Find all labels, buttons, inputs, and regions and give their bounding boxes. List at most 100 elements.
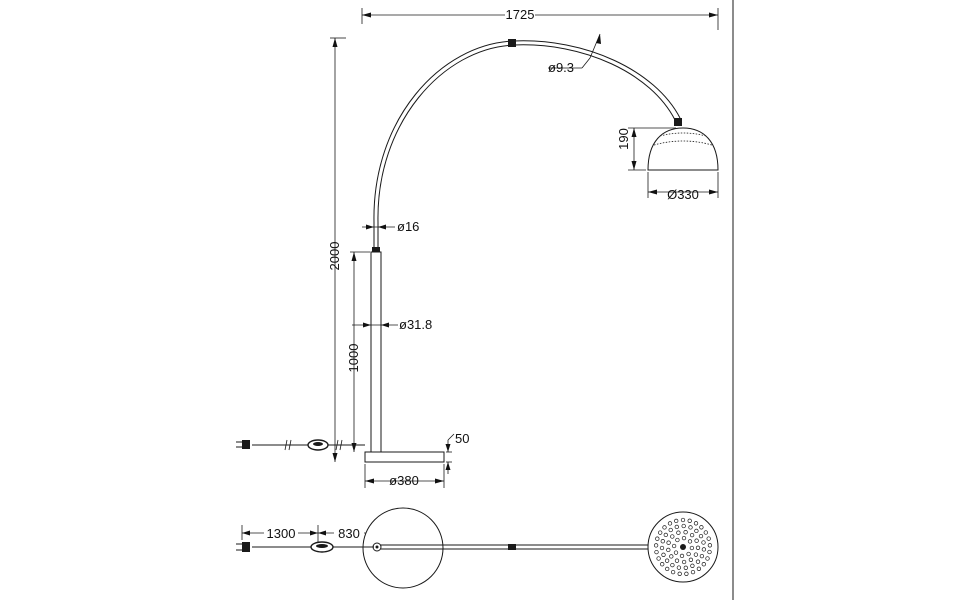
shade-hole [699, 553, 705, 559]
upper-tube-diameter-callout: ø16 [362, 219, 419, 234]
shade-hole [688, 557, 694, 562]
shade-hole [701, 540, 706, 545]
shade-height-label: 190 [616, 128, 631, 150]
shade-hole [681, 559, 687, 565]
shade-hole [660, 562, 665, 567]
shade-hole [683, 565, 688, 570]
power-cord-side [236, 439, 365, 451]
shade-hole [694, 528, 699, 534]
upper-tube-diameter-label: ø16 [397, 219, 419, 234]
shade-hole [689, 545, 695, 551]
shade-hole [670, 569, 676, 575]
shade-height-dimension: 190 [616, 127, 676, 171]
shade-hole [705, 556, 710, 561]
cord-length-dimension: 1300 830 [241, 525, 379, 545]
shade-hole [674, 524, 679, 530]
lower-tube [370, 222, 382, 453]
shade-hole [676, 565, 682, 570]
shade-hole [671, 543, 677, 549]
shade-hole [693, 521, 699, 526]
shade-hole [681, 535, 687, 541]
shade-hole [689, 532, 695, 538]
shade-hole [658, 530, 663, 535]
shade-hole [655, 536, 660, 541]
shade-hole [654, 549, 659, 555]
shade-hole [669, 554, 674, 559]
shade-hole [663, 532, 668, 538]
shade-hole [661, 552, 666, 557]
shade-hole [653, 543, 659, 548]
shade-hole [690, 569, 696, 575]
base-diameter-label: ø380 [389, 473, 419, 488]
shade-hole [674, 558, 680, 563]
shade-hole [701, 547, 707, 552]
shade-hole [681, 523, 686, 529]
arc-diameter-label: ø9.3 [548, 60, 574, 75]
shade-hole [701, 562, 706, 567]
shade-hole [683, 530, 688, 535]
shade-hole [659, 545, 665, 551]
shade-hole [674, 518, 679, 524]
shade-hole [695, 545, 701, 550]
shade-hole [666, 547, 671, 553]
base-top-view [362, 507, 444, 589]
plug-icon-top [236, 542, 250, 552]
shade-hole [673, 550, 679, 555]
shade-hole [707, 549, 712, 555]
shade-hole [675, 537, 680, 543]
shade-hole [670, 562, 675, 568]
shade-hole [687, 539, 693, 544]
shade-hole [666, 540, 671, 545]
shade-hole [694, 538, 699, 543]
shade-hole [695, 559, 701, 564]
top-view: 1300 830 [236, 507, 719, 589]
shade-hole [667, 521, 673, 526]
shade-hole [699, 525, 704, 530]
arc-joint [508, 39, 516, 47]
power-cord-top [236, 541, 374, 553]
shade-hole [665, 566, 670, 572]
shade-hole [660, 539, 665, 544]
plug-icon [236, 440, 250, 449]
arc-diameter-callout: ø9.3 [548, 33, 601, 75]
shade-hole [706, 536, 711, 541]
shade-hole [670, 534, 675, 539]
shade-top-view [647, 511, 719, 583]
shade-hole [703, 530, 708, 535]
arm-top-view [372, 542, 650, 552]
shade-hole [677, 571, 682, 576]
lamp-shade [647, 118, 719, 171]
shade-hole [662, 525, 667, 530]
shade-hole [698, 533, 704, 539]
side-view: 1725 ø9.3 [236, 6, 719, 488]
shade-hole [664, 558, 670, 563]
total-height-label: 2000 [327, 242, 342, 271]
base-height-dimension: 50 [445, 431, 469, 474]
shade-hole [693, 552, 699, 557]
lower-tube-height-label: 1000 [346, 344, 361, 373]
shade-perforation-pattern [653, 517, 713, 576]
lower-tube-height-dimension: 1000 [346, 251, 370, 452]
shade-hole [690, 563, 695, 568]
shade-hole [696, 566, 702, 571]
base-diameter-dimension: ø380 [364, 464, 445, 488]
shade-hole [684, 571, 689, 576]
switch-to-base-label: 830 [338, 526, 360, 541]
lamp-base [364, 451, 445, 463]
base-height-label: 50 [455, 431, 469, 446]
shade-hole [656, 556, 661, 561]
shade-hole [688, 525, 693, 530]
lower-tube-diameter-callout: ø31.8 [352, 317, 432, 332]
lower-tube-diameter-label: ø31.8 [399, 317, 432, 332]
cord-length-label: 1300 [267, 526, 296, 541]
shade-hole [676, 530, 681, 535]
shade-diameter-dimension: Ø330 [647, 172, 719, 202]
total-height-dimension: 2000 [327, 37, 346, 462]
shade-hole [679, 553, 685, 559]
shade-hole [687, 518, 692, 523]
shade-diameter-label: Ø330 [667, 187, 699, 202]
shade-hole [707, 543, 713, 548]
reach-dimension: 1725 [361, 6, 719, 30]
shade-hole [680, 517, 686, 523]
